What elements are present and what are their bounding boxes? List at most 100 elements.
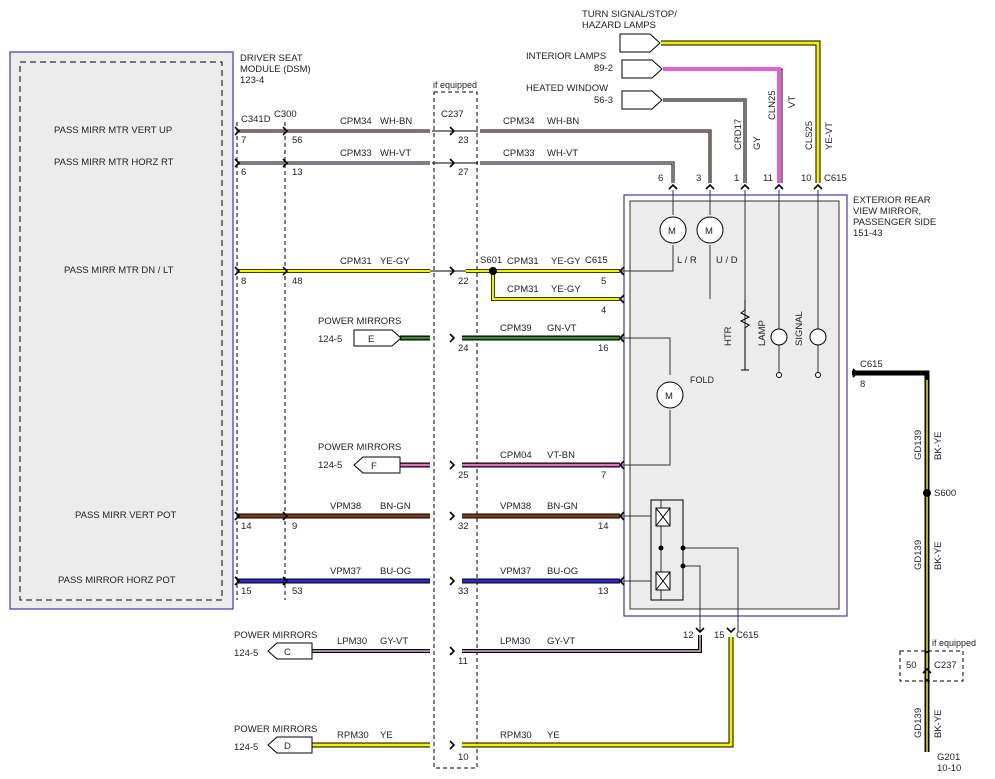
pin-arrows bbox=[234, 126, 932, 750]
circuit-cpm04: CPM04 bbox=[500, 450, 532, 461]
pin-6-mirror: 6 bbox=[658, 173, 663, 184]
interior-lamps-label: INTERIOR LAMPS bbox=[526, 51, 606, 62]
circuit-rpm30-left: RPM30 bbox=[337, 730, 369, 741]
pin-25: 25 bbox=[458, 470, 469, 481]
dsm-label-1: DRIVER SEAT bbox=[240, 53, 303, 64]
s601-splice bbox=[489, 267, 497, 275]
motor-lr-label: M bbox=[668, 226, 676, 237]
pin-label-horz-pot: PASS MIRROR HORZ POT bbox=[58, 575, 176, 586]
circuit-vpm37-right: VPM37 bbox=[500, 566, 531, 577]
color-bkye-2: BK-YE bbox=[933, 541, 944, 570]
pin-50: 50 bbox=[906, 660, 917, 671]
g201-ref: 10-10 bbox=[937, 763, 961, 774]
if-equipped-label: if equipped bbox=[433, 80, 477, 90]
wire-cpm34 bbox=[237, 129, 712, 183]
color-whbn-right: WH-BN bbox=[547, 116, 579, 127]
turn-signal-label-2: HAZARD LAMPS bbox=[582, 20, 656, 31]
pin-13-dsm: 13 bbox=[292, 167, 303, 178]
pm-f-ref: 124-5 bbox=[318, 460, 342, 471]
circuit-cpm34-left: CPM34 bbox=[340, 116, 372, 127]
mirror-ref: 151-43 bbox=[853, 228, 883, 239]
pin-label-dn-lt: PASS MIRR MTR DN / LT bbox=[64, 265, 174, 276]
circuit-lpm30-right: LPM30 bbox=[500, 636, 530, 647]
s601-label: S601 bbox=[480, 255, 502, 266]
color-yegy-left: YE-GY bbox=[380, 256, 410, 267]
pm-f-title: POWER MIRRORS bbox=[318, 442, 401, 453]
circuit-cpm34-right: CPM34 bbox=[503, 116, 535, 127]
pin-9: 9 bbox=[292, 521, 297, 532]
heated-window-connector bbox=[621, 90, 663, 110]
wire-cln25 bbox=[663, 67, 783, 183]
s600-label: S600 bbox=[934, 488, 956, 499]
pm-f-letter: F bbox=[371, 461, 377, 472]
pm-d-connector bbox=[267, 736, 313, 754]
circuit-cpm31-branch: CPM31 bbox=[507, 284, 539, 295]
circuit-gd139-1: GD139 bbox=[913, 430, 924, 460]
lamp-label: LAMP bbox=[757, 320, 768, 346]
turn-signal-label-1: TURN SIGNAL/STOP/ bbox=[582, 9, 677, 20]
pin-12: 12 bbox=[683, 630, 694, 641]
c237-label: C237 bbox=[441, 109, 464, 120]
htr-label: HTR bbox=[723, 326, 734, 346]
wire-gd139 bbox=[852, 370, 931, 752]
color-ye-left: YE bbox=[380, 730, 393, 741]
circuit-gd139-3: GD139 bbox=[913, 708, 924, 738]
heated-window-ref: 56-3 bbox=[594, 95, 613, 106]
pm-c-ref: 124-5 bbox=[234, 648, 258, 659]
pm-e-letter: E bbox=[368, 334, 374, 345]
motor-ud-label: M bbox=[705, 226, 713, 237]
pin-22: 22 bbox=[458, 276, 469, 287]
c237-ground-label: C237 bbox=[934, 660, 957, 671]
pin-33: 33 bbox=[458, 586, 469, 597]
pin-5: 5 bbox=[601, 276, 606, 287]
pin-8-dsm: 8 bbox=[241, 276, 246, 287]
circuit-cpm31-right: CPM31 bbox=[507, 256, 539, 267]
circuit-cpm33-left: CPM33 bbox=[340, 148, 372, 159]
pin-7-mirror: 7 bbox=[601, 470, 606, 481]
circuit-gd139-2: GD139 bbox=[913, 540, 924, 570]
pin-15-mirror: 15 bbox=[714, 630, 725, 641]
pin-14-dsm: 14 bbox=[241, 521, 252, 532]
dsm-label-2: MODULE (DSM) bbox=[240, 64, 311, 75]
mirror-label-3: PASSENGER SIDE bbox=[853, 217, 936, 228]
lr-label: L / R bbox=[677, 255, 697, 266]
c237-ground-dashed-box bbox=[899, 650, 964, 682]
c237-dashed-box bbox=[433, 91, 478, 769]
color-whbn-left: WH-BN bbox=[380, 116, 412, 127]
circuit-cls25: CLS25 bbox=[804, 121, 815, 150]
circuit-cln25: CLN25 bbox=[767, 90, 778, 120]
pm-c-title: POWER MIRRORS bbox=[234, 630, 317, 641]
signal-lamp-icon bbox=[809, 328, 827, 346]
pm-d-title: POWER MIRRORS bbox=[234, 724, 317, 735]
c615-label-ground: C615 bbox=[860, 359, 883, 370]
circuit-cpm39: CPM39 bbox=[500, 323, 532, 334]
if-equipped-ground-label: if equipped bbox=[932, 638, 976, 648]
pin-1: 1 bbox=[734, 173, 739, 184]
pin-23: 23 bbox=[458, 135, 469, 146]
dsm-inner-dashed bbox=[19, 61, 223, 601]
pm-e-connector bbox=[353, 329, 402, 347]
pm-e-title: POWER MIRRORS bbox=[318, 316, 401, 327]
pm-e-ref: 124-5 bbox=[318, 334, 342, 345]
circuit-vpm38-right: VPM38 bbox=[500, 501, 531, 512]
pin-6-dsm: 6 bbox=[241, 167, 246, 178]
c615-label-cpm31: C615 bbox=[585, 255, 608, 266]
pin-13-mirror: 13 bbox=[598, 586, 609, 597]
s600-splice bbox=[923, 489, 931, 497]
color-gnvt: GN-VT bbox=[547, 323, 577, 334]
pin-label-horz-rt: PASS MIRR MTR HORZ RT bbox=[54, 157, 174, 168]
wire-rpm30 bbox=[312, 637, 734, 748]
mirror-label-1: EXTERIOR REAR bbox=[853, 195, 931, 206]
dsm-ref: 123-4 bbox=[240, 75, 264, 86]
pin-10-mirror: 10 bbox=[801, 173, 812, 184]
pm-f-connector bbox=[353, 456, 401, 474]
circuit-vpm37-left: VPM37 bbox=[330, 566, 361, 577]
color-vt: VT bbox=[787, 96, 798, 108]
motor-ud-icon bbox=[696, 216, 724, 244]
motor-fold-icon bbox=[656, 381, 684, 409]
color-yegy-right: YE-GY bbox=[551, 256, 581, 267]
g201-label: G201 bbox=[937, 752, 960, 763]
color-gy: GY bbox=[752, 136, 763, 150]
ud-label: U / D bbox=[716, 255, 738, 266]
